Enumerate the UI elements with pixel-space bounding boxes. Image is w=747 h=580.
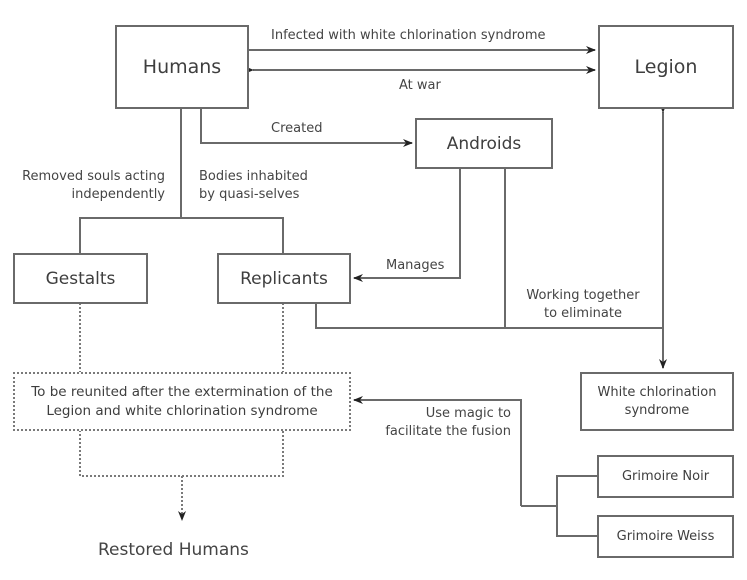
node-humans: Humans: [115, 25, 249, 109]
reunion-line-1: To be reunited after the extermination o…: [31, 383, 333, 400]
edge-reunion-bracket: [79, 430, 284, 477]
label-magic-line-1: Use magic to: [425, 406, 511, 421]
edge-split: [79, 217, 284, 253]
label-removed-line-2: independently: [71, 186, 165, 202]
reunion-line-2: Legion and white chlorination syndrome: [46, 402, 318, 419]
node-restored-humans: Restored Humans: [98, 540, 249, 560]
label-infected: Infected with white chlorination syndrom…: [271, 28, 546, 43]
label-created: Created: [271, 121, 323, 136]
edge-created: [200, 108, 413, 147]
node-grimoire-weiss: Grimoire Weiss: [597, 515, 734, 558]
wcs-line-2: syndrome: [624, 402, 690, 418]
label-working-together: Working together to eliminate: [518, 287, 648, 322]
label-manages: Manages: [386, 258, 445, 273]
wcs-line-1: White chlorination: [597, 384, 717, 400]
label-removed-souls: Removed souls acting independently: [12, 168, 165, 203]
edge-grimoire-fork: [556, 475, 597, 537]
label-use-magic: Use magic to facilitate the fusion: [380, 405, 511, 440]
label-bodies-inhabited: Bodies inhabited by quasi-selves: [199, 168, 308, 203]
node-white-chlorination-syndrome: White chlorination syndrome: [580, 372, 734, 431]
label-removed-line-1: Removed souls acting: [22, 169, 165, 184]
node-reunion: To be reunited after the extermination o…: [13, 372, 351, 431]
edge-magic: [353, 396, 522, 506]
label-at-war: At war: [399, 78, 441, 93]
label-bodies-line-2: by quasi-selves: [199, 186, 300, 202]
node-replicants: Replicants: [217, 253, 351, 304]
edge-working-together: [315, 303, 663, 329]
label-bodies-line-1: Bodies inhabited: [199, 169, 308, 184]
edge-manages: [353, 168, 461, 282]
node-legion: Legion: [598, 25, 734, 109]
node-grimoire-noir: Grimoire Noir: [597, 455, 734, 498]
label-magic-line-2: facilitate the fusion: [385, 423, 511, 439]
node-gestalts: Gestalts: [13, 253, 148, 304]
label-working-line-1: Working together: [526, 288, 640, 303]
label-working-line-2: to eliminate: [544, 305, 622, 321]
node-androids: Androids: [415, 118, 553, 169]
